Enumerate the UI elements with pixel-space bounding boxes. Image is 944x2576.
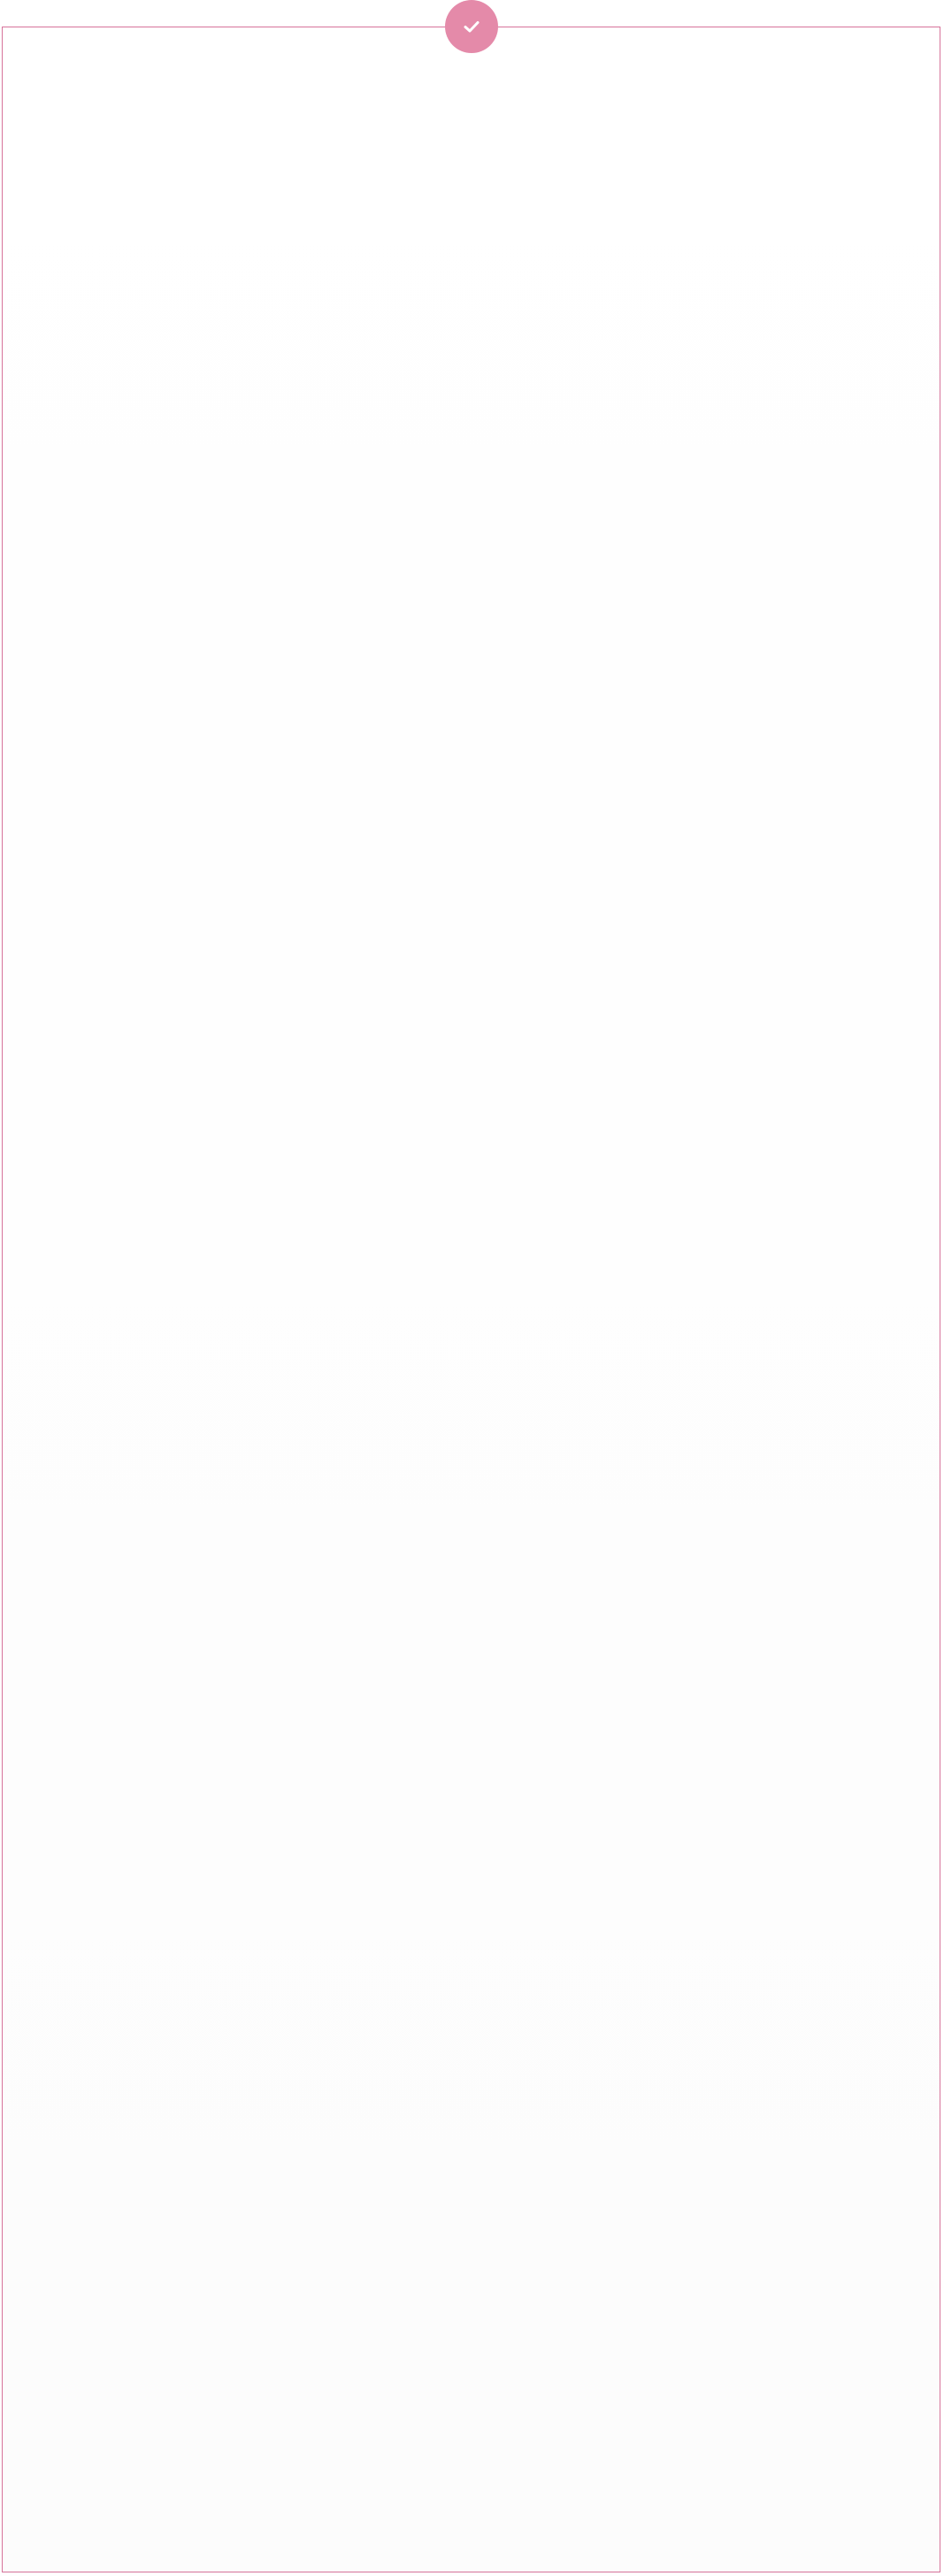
status-badge [445,0,498,53]
content-panel [2,27,940,2572]
checkmark-icon [461,16,482,37]
